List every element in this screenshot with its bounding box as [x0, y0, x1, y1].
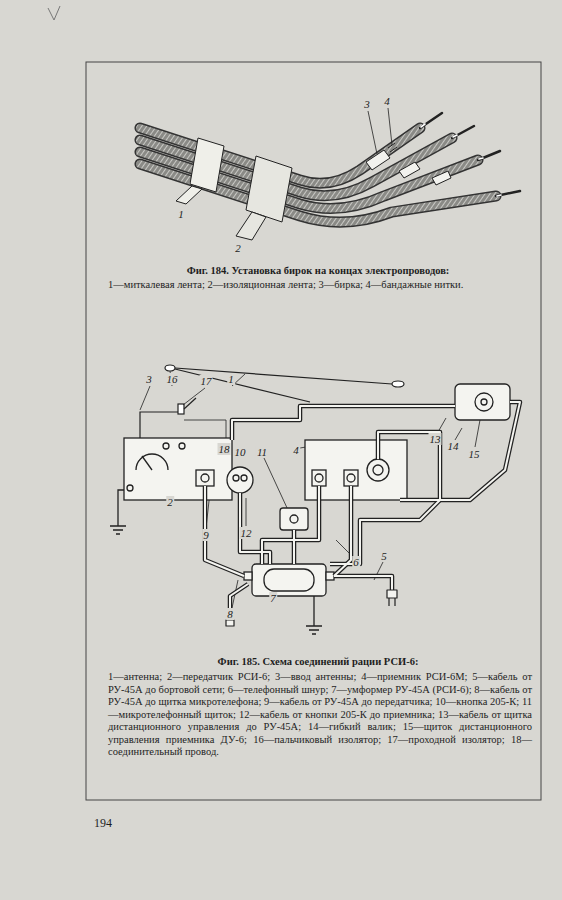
page-frame — [86, 62, 541, 800]
callout-number: 7 — [269, 592, 277, 604]
caption-legend: 1—антенна; 2—передатчик РСИ-6; 3—ввод ан… — [108, 671, 532, 759]
callout-number: 3 — [363, 98, 371, 110]
callout-number: 9 — [202, 529, 210, 541]
callout-number: 11 — [256, 446, 268, 458]
callout-number: 2 — [234, 242, 242, 254]
remote-control-panel — [455, 384, 510, 420]
antenna — [140, 365, 404, 440]
page-number: 194 — [94, 816, 112, 830]
leader-lines — [368, 108, 392, 154]
tags — [366, 143, 451, 185]
callout-number: 16 — [166, 373, 179, 385]
callout-number: 1 — [227, 373, 235, 385]
figure-caption: Фиг. 185. Схема соединений рации РСИ-6: — [218, 656, 419, 668]
figure-caption: Фиг. 184. Установка бирок на концах элек… — [187, 265, 450, 277]
callout-number: 4 — [383, 95, 391, 107]
umformer — [244, 564, 334, 634]
callout-number: 5 — [380, 550, 388, 562]
microphone-panel — [280, 508, 308, 530]
cables — [205, 402, 520, 626]
pencil-mark — [48, 6, 60, 20]
transmitter — [110, 438, 232, 534]
callout-number: 1 — [177, 208, 185, 220]
callout-number: 10 — [234, 446, 247, 458]
callout-number: 8 — [226, 608, 234, 620]
callout-number: 2 — [166, 496, 174, 508]
callout-number: 15 — [468, 448, 481, 460]
callout-number: 14 — [447, 440, 460, 452]
callout-number: 12 — [240, 527, 253, 539]
callout-number: 6 — [352, 556, 360, 568]
callout-number: 4 — [292, 444, 300, 456]
wire-bundle — [140, 113, 520, 222]
button — [227, 467, 253, 493]
callout-number: 18 — [218, 443, 231, 455]
callout-number: 13 — [429, 433, 442, 445]
callout-number: 17 — [200, 375, 213, 387]
tapes — [176, 138, 292, 240]
callout-number: 3 — [145, 373, 153, 385]
caption-legend: 1—миткалевая лента; 2—изоляционная лента… — [108, 279, 532, 292]
